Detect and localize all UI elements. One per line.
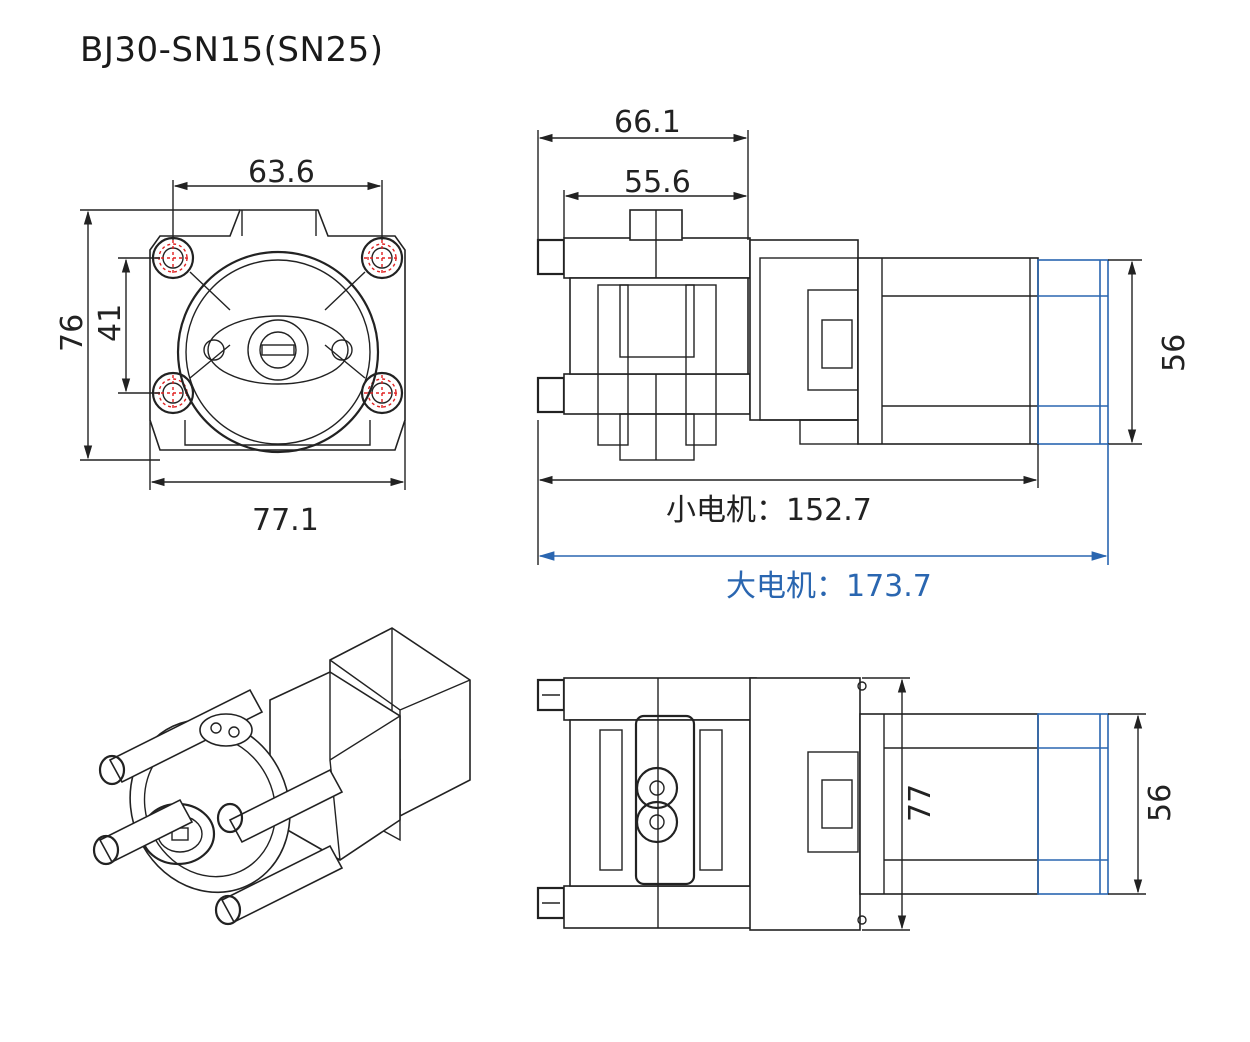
top-view bbox=[536, 677, 1109, 931]
dim-63-6: 63.6 bbox=[248, 155, 315, 190]
front-view bbox=[149, 209, 406, 454]
dim-41: 41 bbox=[93, 304, 128, 342]
dim-76: 76 bbox=[55, 314, 90, 352]
dim-56-top: 56 bbox=[1143, 784, 1178, 822]
dim-56-side: 56 bbox=[1157, 334, 1192, 372]
dim-large-motor: 大电机：173.7 bbox=[726, 569, 932, 604]
dim-66-1: 66.1 bbox=[614, 105, 681, 140]
side-view bbox=[536, 209, 1109, 461]
top-dimensions: 77 56 bbox=[862, 677, 1178, 931]
dim-55-6: 55.6 bbox=[624, 165, 691, 200]
dim-77: 77 bbox=[903, 784, 938, 822]
drawing-title: BJ30-SN15(SN25) bbox=[80, 30, 384, 70]
front-dimensions: 63.6 76 41 77.1 bbox=[55, 155, 406, 538]
dim-77-1: 77.1 bbox=[252, 503, 319, 538]
dim-small-motor: 小电机：152.7 bbox=[666, 493, 872, 528]
isometric-view bbox=[92, 627, 471, 926]
side-dimensions: 66.1 55.6 56 小电机：152.7 大电机：173.7 bbox=[537, 105, 1192, 604]
